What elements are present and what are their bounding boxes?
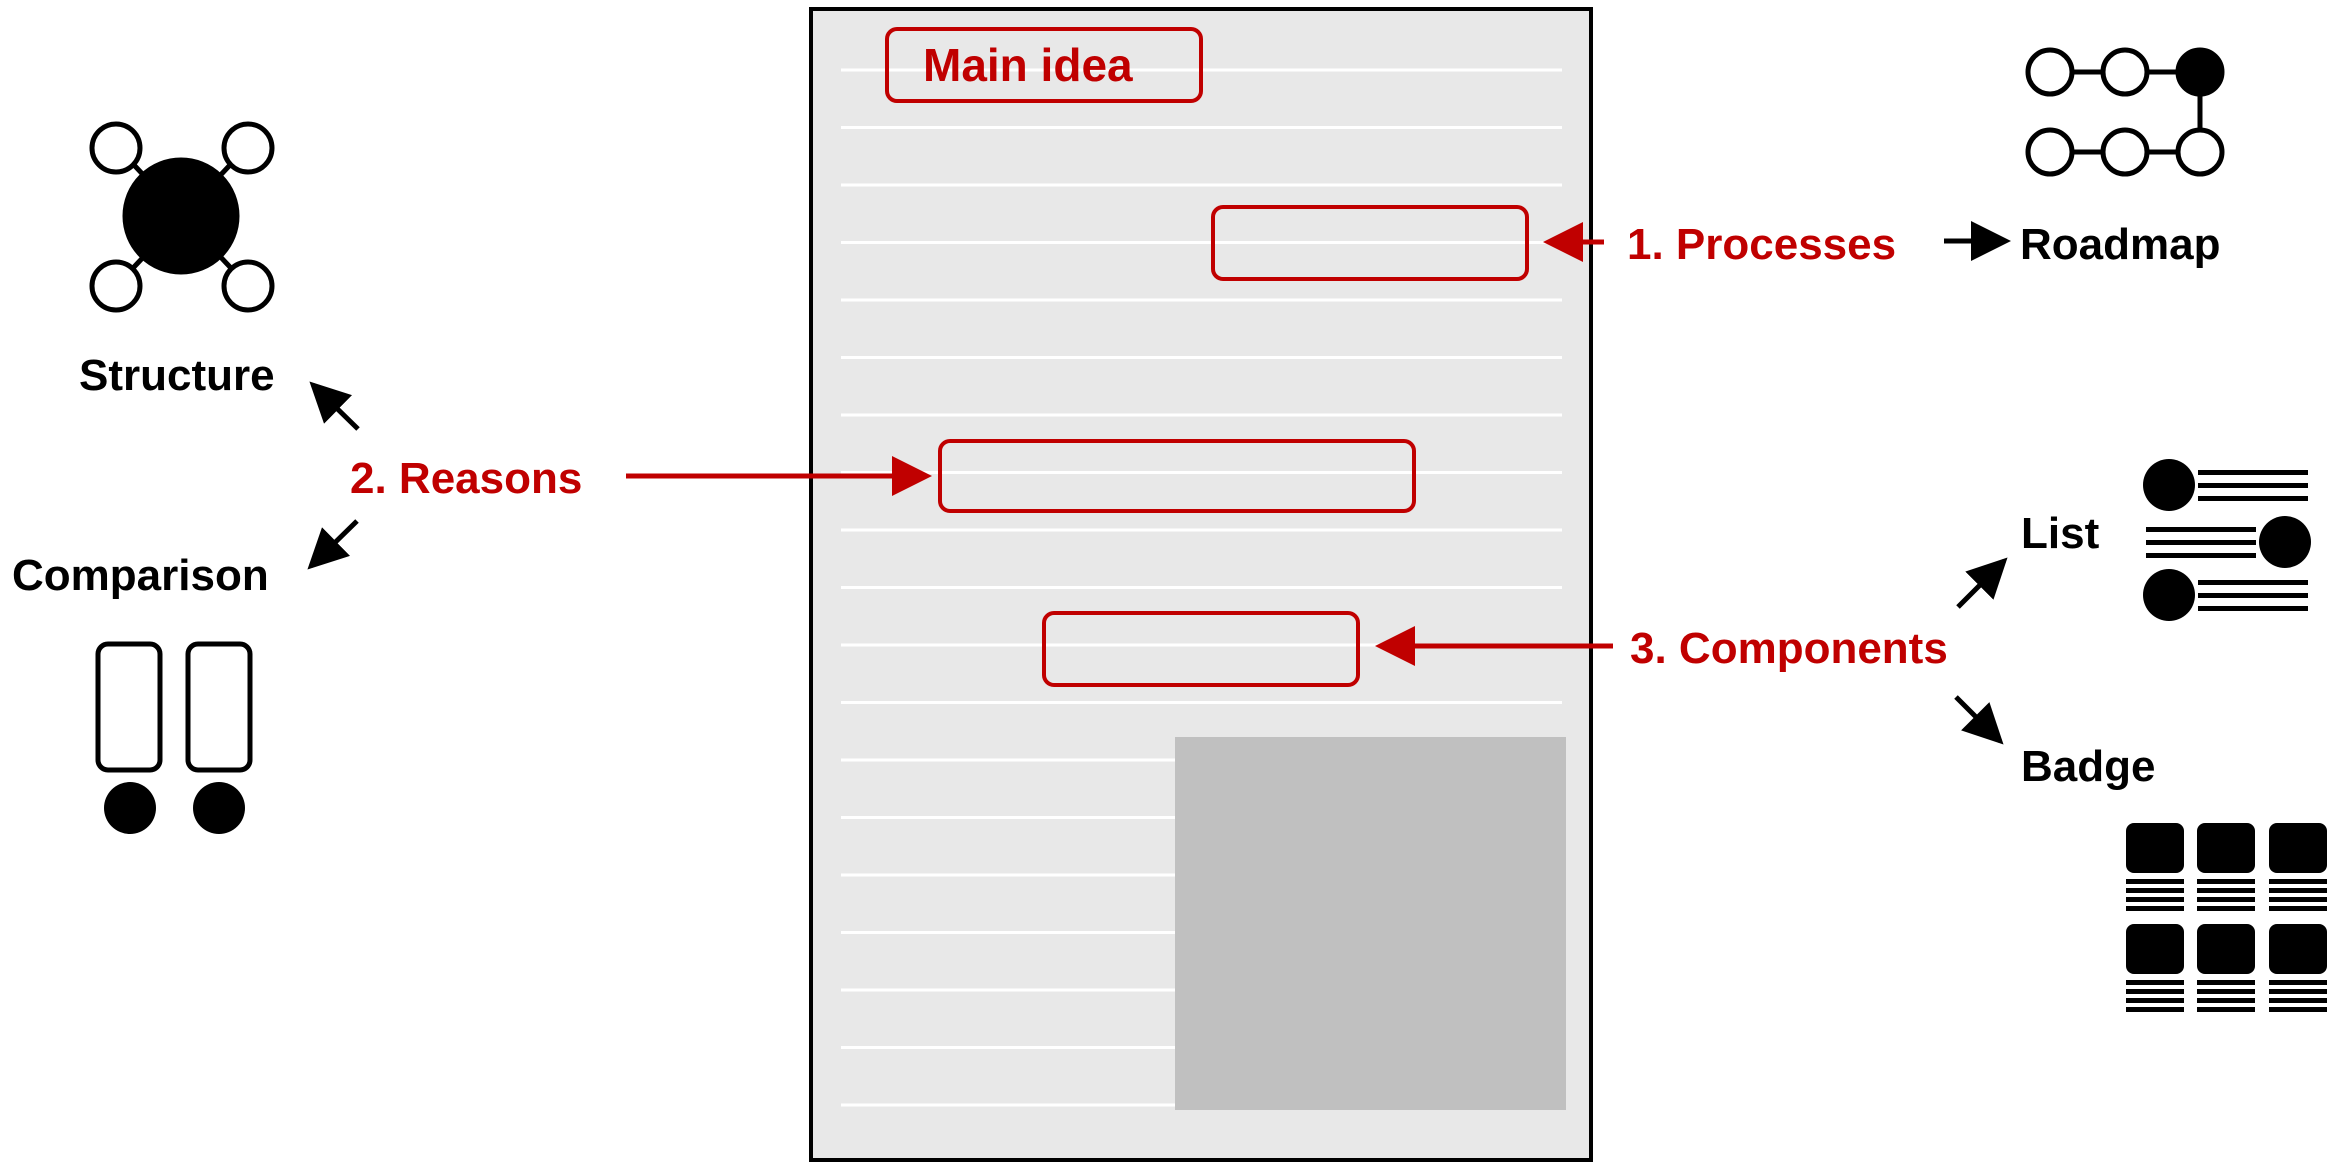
list-icon: [2143, 459, 2311, 621]
processes-highlight: [1211, 205, 1529, 281]
reasons-highlight: [938, 439, 1416, 513]
structure-arrow: [309, 381, 360, 431]
document-page: [809, 7, 1593, 1162]
structure-icon: [89, 121, 275, 313]
roadmap-label: Roadmap: [2020, 220, 2221, 269]
list-label: List: [2021, 509, 2100, 558]
badge-arrow: [1954, 695, 2004, 745]
figure-block: [1175, 737, 1566, 1110]
comparison-arrow: [307, 519, 359, 570]
structure-label: Structure: [79, 351, 275, 400]
comparison-icon: [95, 641, 253, 834]
main-idea-label: Main idea: [923, 39, 1133, 91]
badge-icon: [2126, 823, 2327, 1012]
comparison-label: Comparison: [12, 551, 269, 600]
main-idea-highlight: [885, 27, 1203, 103]
badge-label: Badge: [2021, 742, 2156, 791]
reasons-label: 2. Reasons: [350, 454, 583, 503]
roadmap-icon: [2025, 47, 2225, 177]
components-label: 3. Components: [1630, 624, 1948, 673]
processes-label: 1. Processes: [1627, 220, 1897, 269]
list-arrow: [1956, 557, 2008, 609]
components-highlight: [1042, 611, 1360, 687]
